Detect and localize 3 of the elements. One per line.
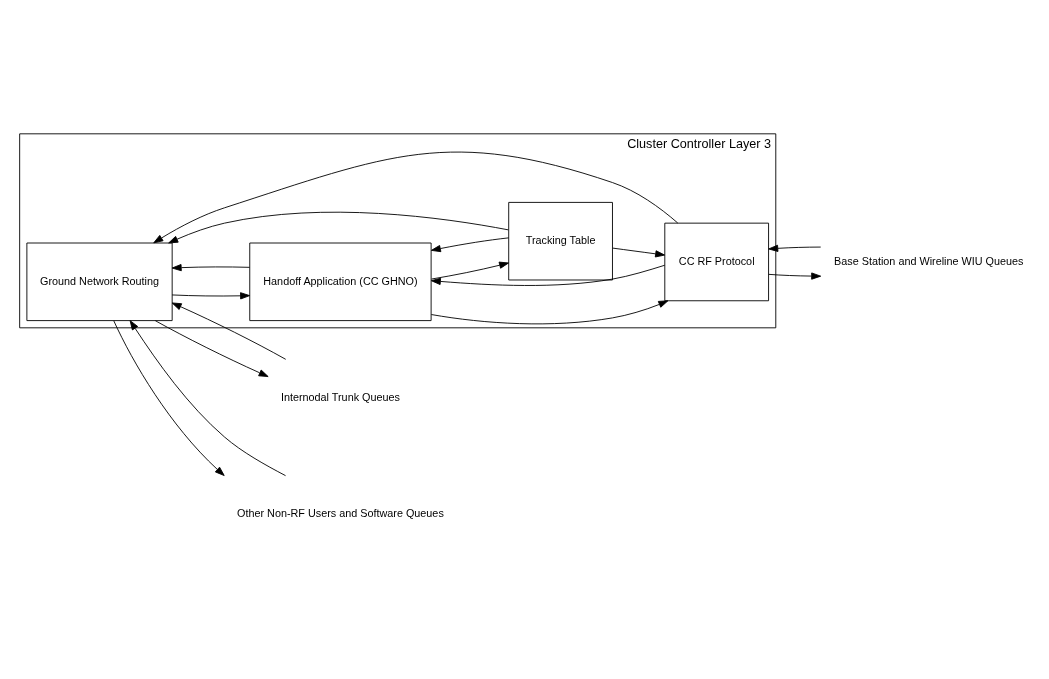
node-text: Base Station and Wireline WIU Queues xyxy=(834,254,1024,267)
node-text: Other Non-RF Users and Software Queues xyxy=(237,506,444,519)
node-text: Internodal Trunk Queues xyxy=(280,390,400,403)
